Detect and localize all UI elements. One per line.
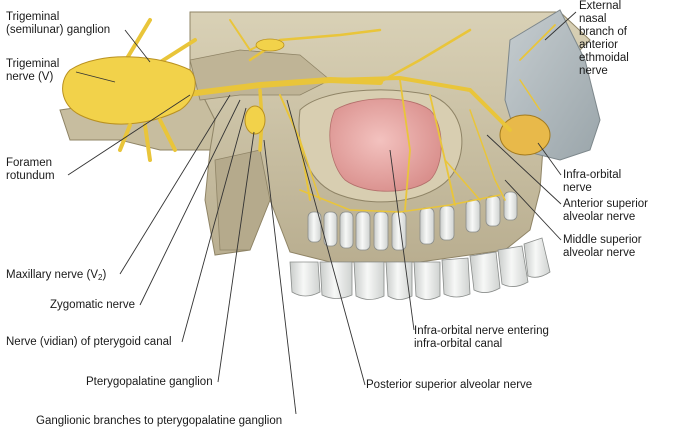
label-line: ethmoidal xyxy=(579,52,629,64)
pterygopalatine-ganglion-shape xyxy=(244,105,266,135)
label-foramen-rotundum: Foramen rotundum xyxy=(6,157,55,183)
label-trigeminal-ganglion: Trigeminal (semilunar) ganglion xyxy=(6,11,110,37)
label-line: Infra-orbital xyxy=(563,169,622,181)
label-close: ) xyxy=(102,269,107,281)
label-middle-superior-alveolar: Middle superior alveolar nerve xyxy=(563,234,642,260)
label-line: Trigeminal xyxy=(6,11,60,23)
label-trigeminal-nerve: Trigeminal nerve (V) xyxy=(6,58,59,84)
label-infraorbital-nerve: Infra-orbital nerve xyxy=(563,169,621,195)
label-line: nerve xyxy=(579,65,608,77)
label-line: Anterior superior xyxy=(563,198,649,210)
label-line: nasal xyxy=(579,13,607,25)
label-external-nasal: External nasal branch of anterior ethmoi… xyxy=(579,0,629,78)
label-subscript: 2 xyxy=(98,273,103,282)
label-line: nerve xyxy=(563,182,592,194)
sinus-mucosa xyxy=(329,98,442,192)
label-line: Foramen xyxy=(6,157,53,169)
nerve-network xyxy=(118,18,556,213)
trigeminal-ganglion-shape xyxy=(62,56,196,125)
label-anterior-superior-alveolar: Anterior superior alveolar nerve xyxy=(563,198,648,224)
leader-lines xyxy=(67,11,577,415)
label-line: alveolar nerve xyxy=(563,247,636,259)
label-vidian-nerve: Nerve (vidian) of pterygoid canal xyxy=(6,336,172,348)
label-posterior-superior-alveolar: Posterior superior alveolar nerve xyxy=(366,379,533,391)
label-line: rotundum xyxy=(6,170,55,182)
upper-teeth-crowns xyxy=(289,237,551,300)
label-line: infra-orbital canal xyxy=(414,338,503,350)
label-line: Infra-orbital nerve entering xyxy=(414,325,549,337)
label-maxillary-nerve: Maxillary nerve (V2) xyxy=(6,269,106,284)
label-pterygopalatine-ganglion: Pterygopalatine ganglion xyxy=(86,376,213,388)
label-zygomatic-nerve: Zygomatic nerve xyxy=(50,299,136,311)
label-line: anterior xyxy=(579,39,618,51)
label-ganglionic-branches: Ganglionic branches to pterygopalatine g… xyxy=(36,415,283,427)
label-text: Maxillary nerve (V xyxy=(6,269,99,281)
upper-teeth-roots xyxy=(307,191,518,251)
nasal-ala xyxy=(499,114,551,156)
label-line: Middle superior xyxy=(563,234,642,246)
label-line: Trigeminal xyxy=(6,58,60,70)
label-line: External xyxy=(579,0,622,12)
label-line: alveolar nerve xyxy=(563,211,636,223)
label-line: branch of xyxy=(579,26,627,38)
label-line: nerve (V) xyxy=(6,71,54,83)
label-infraorbital-entering: Infra-orbital nerve entering infra-orbit… xyxy=(414,325,549,351)
upper-ganglion-shape xyxy=(255,38,285,52)
label-line: (semilunar) ganglion xyxy=(6,24,111,36)
